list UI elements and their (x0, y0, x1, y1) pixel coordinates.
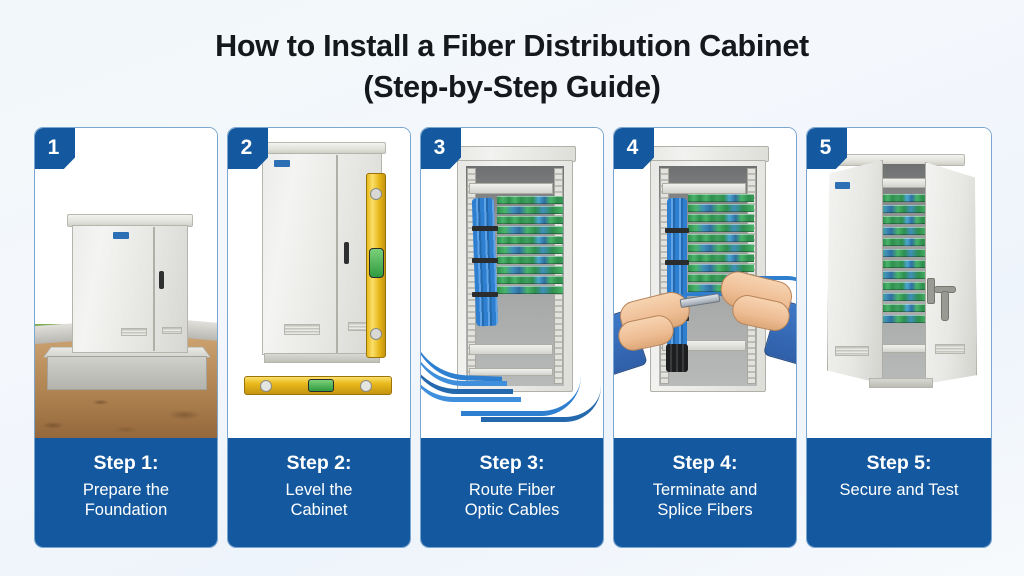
step-card-3[interactable]: 3 Step 3: Route Fiber Optic Cables (420, 127, 604, 548)
step-3-badge: 3 (421, 128, 461, 169)
step-3-title: Step 3: (479, 452, 545, 474)
title-line-1: How to Install a Fiber Distribution Cabi… (215, 29, 809, 63)
step-4-illustration (614, 128, 796, 438)
page-title: How to Install a Fiber Distribution Cabi… (0, 26, 1024, 107)
step-1-caption: Step 1: Prepare the Foundation (35, 438, 217, 547)
step-4-badge: 4 (614, 128, 654, 169)
step-5-badge: 5 (807, 128, 847, 169)
step-card-2[interactable]: 2 Step 2: Level the Cabinet (227, 127, 411, 548)
step-1-subtitle: Prepare the Foundation (82, 481, 170, 519)
step-5-caption: Step 5: Secure and Test (807, 438, 991, 547)
step-3-caption: Step 3: Route Fiber Optic Cables (421, 438, 603, 547)
step-4-title: Step 4: (672, 452, 738, 474)
title-line-2: (Step-by-Step Guide) (363, 69, 661, 104)
step-card-1[interactable]: 1 Step 1: Prepare the Foundation (34, 127, 218, 548)
step-5-title: Step 5: (866, 452, 932, 474)
steps-container: 1 Step 1: Prepare the Foundation (34, 127, 1024, 548)
step-5-illustration (807, 128, 991, 438)
step-3-subtitle: Route Fiber Optic Cables (464, 481, 560, 519)
step-2-subtitle: Level the Cabinet (285, 481, 353, 519)
step-2-caption: Step 2: Level the Cabinet (228, 438, 410, 547)
step-1-illustration (35, 128, 217, 438)
step-2-title: Step 2: (286, 452, 352, 474)
step-card-4[interactable]: 4 Step 4: Terminate and Splice Fibers (613, 127, 797, 548)
step-2-badge: 2 (228, 128, 268, 169)
step-4-subtitle: Terminate and Splice Fibers (652, 481, 758, 519)
step-3-illustration (421, 128, 603, 438)
step-5-subtitle: Secure and Test (839, 481, 959, 499)
step-1-badge: 1 (35, 128, 75, 169)
step-1-title: Step 1: (93, 452, 159, 474)
step-card-5[interactable]: 5 Step 5: Secure and Test (806, 127, 992, 548)
step-4-caption: Step 4: Terminate and Splice Fibers (614, 438, 796, 547)
step-2-illustration (228, 128, 410, 438)
